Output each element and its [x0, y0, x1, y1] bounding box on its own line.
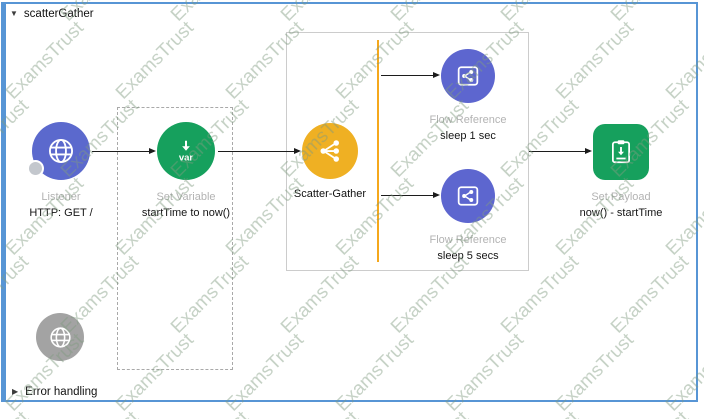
node-flow-ref-2: Flow Reference sleep 5 secs: [408, 169, 528, 264]
node-type-label: Set Variable: [156, 191, 216, 203]
watermark-text: ExamsTrust: [277, 408, 364, 419]
node-type-label: Set Payload: [591, 191, 651, 203]
node-value-label: sleep 5 secs: [437, 250, 499, 262]
flow-header: ▼ scatterGather: [10, 8, 94, 20]
connector-listener-to-setvariable: [92, 148, 156, 154]
node-name-label: Scatter-Gather: [293, 188, 367, 200]
node-scatter-gather: Scatter-Gather: [270, 123, 390, 202]
error-handling-label: Error handling: [25, 386, 98, 398]
watermark-text: ExamsTrust: [607, 408, 694, 419]
node-value-label: now() - startTime: [579, 207, 663, 219]
error-handling-section[interactable]: ▶ Error handling: [12, 386, 97, 398]
collapse-icon[interactable]: ▼: [10, 9, 18, 18]
listener-node[interactable]: [27, 122, 90, 180]
flow-reference-node[interactable]: [441, 169, 495, 223]
branch-split-icon: [320, 140, 339, 162]
flow-reference-icon: [457, 66, 479, 86]
connector-route1-to-flowref1: [381, 72, 440, 78]
variable-down-arrow-icon: var: [179, 140, 194, 164]
connector-routesbox-to-setpayload: [529, 148, 592, 154]
node-flow-ref-1: Flow Reference sleep 1 sec: [408, 49, 528, 144]
node-type-label: Listener: [41, 191, 81, 203]
node-type-label: Flow Reference: [429, 114, 507, 126]
node-value-label: HTTP: GET /: [29, 207, 93, 219]
node-listener: Listener HTTP: GET /: [1, 122, 121, 221]
node-set-variable: var Set Variable startTime to now(): [126, 122, 246, 221]
error-source-circle[interactable]: [36, 313, 84, 361]
expand-icon[interactable]: ▶: [12, 387, 19, 396]
flow-reference-icon: [457, 186, 479, 206]
error-handling-source-node[interactable]: [36, 313, 84, 361]
set-payload-node[interactable]: [593, 124, 649, 180]
node-type-label: Flow Reference: [429, 234, 507, 246]
watermark-text: ExamsTrust: [387, 408, 474, 419]
route-split-line: [377, 40, 379, 262]
payload-document-icon: [612, 140, 630, 164]
listener-connector-badge: [27, 160, 44, 177]
globe-icon-gray: [49, 326, 71, 348]
flow-title: scatterGather: [23, 8, 94, 20]
watermark-text: ExamsTrust: [497, 408, 584, 419]
node-value-label: sleep 1 sec: [440, 130, 496, 142]
watermark-text: ExamsTrust: [0, 408, 34, 419]
node-value-label: startTime to now(): [141, 207, 231, 219]
watermark-text: ExamsTrust: [167, 408, 254, 419]
watermark-text: ExamsTrust: [57, 408, 144, 419]
connector-setvariable-to-scattergather: [218, 148, 301, 154]
variable-icon-text: var: [179, 153, 194, 164]
selection-dashed-region: [117, 107, 233, 370]
connector-route2-to-flowref2: [381, 192, 440, 198]
node-set-payload: Set Payload now() - startTime: [561, 124, 681, 221]
globe-icon: [48, 138, 74, 164]
set-variable-node[interactable]: var: [157, 122, 215, 180]
flow-reference-node[interactable]: [441, 49, 495, 103]
scatter-gather-node[interactable]: [302, 123, 358, 179]
